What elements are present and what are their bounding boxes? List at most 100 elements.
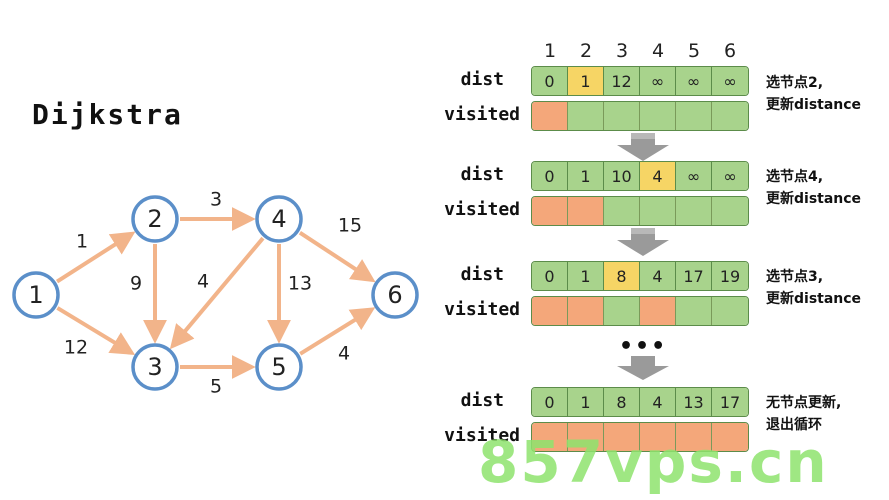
dist-cell-5: ∞ [676, 67, 712, 95]
edge-4-6 [298, 231, 376, 283]
column-number-2: 2 [579, 40, 593, 62]
ellipsis: ••• [619, 334, 668, 359]
edge-weight-1-3: 12 [64, 337, 88, 359]
visited-cell-2 [568, 197, 604, 225]
visited-cell-4 [640, 102, 676, 130]
visited-cell-6 [712, 102, 748, 130]
visited-cell-1 [532, 102, 568, 130]
visited-cell-5 [676, 102, 712, 130]
dist-cell-3: 8 [604, 262, 640, 290]
dist-cell-1: 0 [532, 162, 568, 190]
step-note: 选节点2, 更新distance [766, 72, 861, 116]
edge-weight-4-5: 13 [288, 273, 312, 295]
watermark: 857vps.cn [478, 428, 829, 496]
node-circle [131, 195, 179, 243]
node-label: 1 [28, 281, 43, 309]
node-label: 3 [147, 353, 162, 381]
visited-cell-5 [676, 197, 712, 225]
dist-cell-6: ∞ [712, 67, 748, 95]
visited-cell-1 [532, 423, 568, 451]
edge-weight-4-6: 15 [338, 215, 362, 237]
visited-cell-6 [712, 297, 748, 325]
node-1: 1 [12, 271, 60, 319]
dist-cell-3: 12 [604, 67, 640, 95]
node-6: 6 [371, 271, 419, 319]
dist-cell-2: 1 [568, 67, 604, 95]
dist-cell-4: ∞ [640, 67, 676, 95]
step-note-line: 更新distance [766, 191, 862, 207]
visited-cell-3 [604, 197, 640, 225]
step-note: 选节点4,更新distance [766, 166, 861, 210]
edge-1-3 [56, 306, 136, 355]
visited-label: visited [444, 104, 520, 125]
dist-cell-4: 4 [640, 388, 676, 416]
visited-cell-6 [712, 197, 748, 225]
dist-cell-1: 0 [532, 262, 568, 290]
dist-cell-6: 17 [712, 388, 748, 416]
dist-cell-3: 8 [604, 388, 640, 416]
column-number-5: 5 [687, 40, 701, 62]
visited-cell-1 [532, 297, 568, 325]
column-number-4: 4 [651, 40, 665, 62]
visited-cell-5 [676, 297, 712, 325]
node-label: 4 [271, 205, 286, 233]
node-label: 2 [147, 205, 162, 233]
step-note: 选节点3, 更新distance [766, 266, 861, 310]
step-note: 无节点更新,退出循环 [766, 392, 841, 436]
dist-cell-4: 4 [640, 262, 676, 290]
visited-cell-2 [568, 423, 604, 451]
dist-cell-5: 17 [676, 262, 712, 290]
step-note-line: 选节点2, [766, 75, 824, 91]
visited-label: visited [444, 199, 520, 220]
node-label: 5 [271, 353, 286, 381]
step-note-line: 选节点3, [766, 269, 824, 285]
visited-row [531, 196, 749, 226]
column-number-1: 1 [543, 40, 557, 62]
visited-cell-3 [604, 423, 640, 451]
node-5: 5 [255, 343, 303, 391]
visited-cell-4 [640, 197, 676, 225]
edge-1-2 [55, 231, 136, 284]
dist-cell-2: 1 [568, 162, 604, 190]
dist-label: dist [460, 264, 504, 285]
edge-weight-1-2: 1 [76, 231, 88, 253]
visited-row [531, 422, 749, 452]
dist-label: dist [460, 390, 504, 411]
dist-cell-5: 13 [676, 388, 712, 416]
visited-label: visited [444, 299, 520, 320]
down-arrow-icon [617, 356, 669, 380]
visited-row [531, 296, 749, 326]
dist-cell-2: 1 [568, 388, 604, 416]
node-circle [371, 271, 419, 319]
node-circle [255, 343, 303, 391]
dist-cell-4: 4 [640, 162, 676, 190]
dist-cell-6: 19 [712, 262, 748, 290]
column-number-6: 6 [723, 40, 737, 62]
visited-cell-4 [640, 423, 676, 451]
dist-label: dist [460, 69, 504, 90]
edge-weight-2-3: 9 [130, 273, 142, 295]
edge-weight-4-3: 4 [197, 271, 209, 293]
dist-cell-1: 0 [532, 388, 568, 416]
visited-cell-1 [532, 197, 568, 225]
edge-weight-2-4: 3 [210, 189, 222, 211]
node-circle [131, 343, 179, 391]
edge-4-3 [169, 236, 265, 350]
step-note-line: 退出循环 [766, 417, 822, 433]
visited-cell-6 [712, 423, 748, 451]
page-title: Dijkstra [32, 98, 183, 131]
visited-label: visited [444, 425, 520, 446]
visited-cell-4 [640, 297, 676, 325]
step-note-line: 更新distance [766, 291, 862, 307]
dist-cell-1: 0 [532, 67, 568, 95]
edge-5-6 [299, 307, 376, 356]
dist-cell-5: ∞ [676, 162, 712, 190]
dist-cell-2: 1 [568, 262, 604, 290]
step-note-line: 更新distance [766, 97, 862, 113]
